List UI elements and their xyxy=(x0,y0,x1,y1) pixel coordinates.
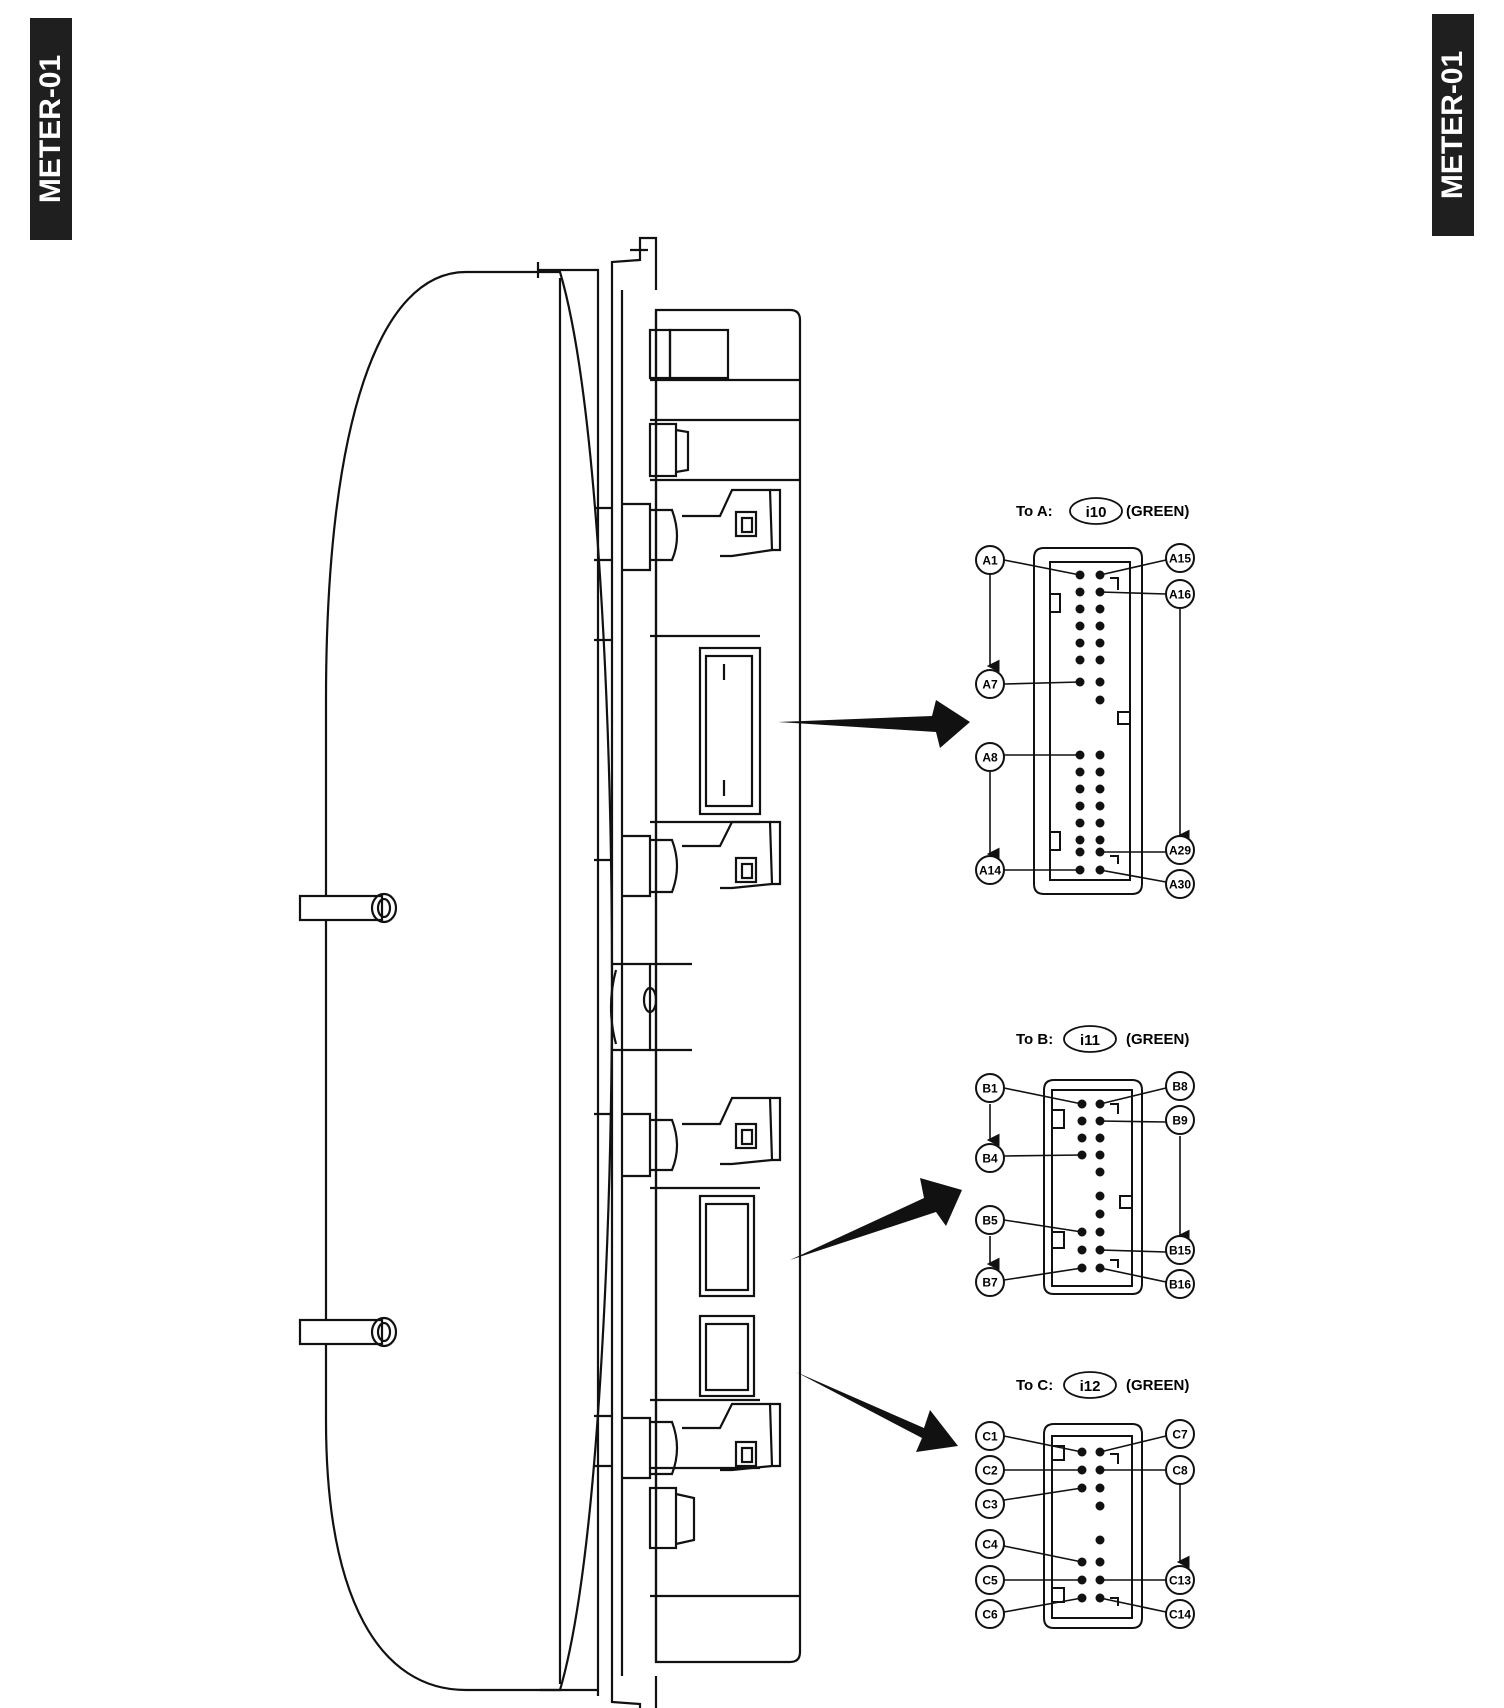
meter-lens-outline xyxy=(324,270,614,1692)
pin-label-a-r1: A15 xyxy=(1165,543,1195,573)
svg-text:C1: C1 xyxy=(982,1430,998,1444)
svg-text:B9: B9 xyxy=(1172,1114,1188,1128)
svg-text:B1: B1 xyxy=(982,1082,998,1096)
pin-label-a-l4: A14 xyxy=(975,855,1005,885)
pin-label-c-r3: C13 xyxy=(1165,1565,1195,1595)
svg-text:C5: C5 xyxy=(982,1574,998,1588)
pin-label-a-l1: A1 xyxy=(975,545,1005,575)
connector-b-id: i11 xyxy=(1080,1032,1100,1049)
pin-label-a-r2: A16 xyxy=(1165,579,1195,609)
page-tag-left: METER-01 xyxy=(30,18,72,240)
pin-label-c-l3: C3 xyxy=(975,1489,1005,1519)
connector-a-prefix: To A: xyxy=(1016,503,1053,520)
svg-text:A15: A15 xyxy=(1169,552,1191,566)
meter-connector-a xyxy=(698,646,762,816)
pin-label-c-l1: C1 xyxy=(975,1421,1005,1451)
pin-label-c-l5: C5 xyxy=(975,1565,1005,1595)
svg-text:B8: B8 xyxy=(1172,1080,1188,1094)
svg-text:A8: A8 xyxy=(982,751,998,765)
pin-label-c-l4: C4 xyxy=(975,1529,1005,1559)
socket-clip-3 xyxy=(622,1096,782,1178)
pin-label-c-r4: C14 xyxy=(1165,1599,1195,1629)
connector-a-id-oval xyxy=(1069,497,1123,525)
pin-label-a-l3: A8 xyxy=(975,742,1005,772)
meter-connector-c xyxy=(698,1314,756,1398)
pin-label-a-r3: A29 xyxy=(1165,835,1195,865)
pin-label-b-l2: B4 xyxy=(975,1143,1005,1173)
arrow-to-connector-c xyxy=(796,1372,958,1452)
meter-connector-b xyxy=(698,1194,756,1298)
pin-label-b-l3: B5 xyxy=(975,1205,1005,1235)
connector-b-detail: To B: i11 (GREEN) xyxy=(975,1025,1195,1299)
svg-text:A16: A16 xyxy=(1169,588,1191,602)
svg-text:B16: B16 xyxy=(1169,1278,1191,1292)
connector-a-housing xyxy=(1033,547,1143,895)
pin-label-c-l6: C6 xyxy=(975,1599,1005,1629)
pointer-arrows xyxy=(778,700,970,1452)
socket-clip-2 xyxy=(622,820,782,898)
connector-b-id-oval xyxy=(1063,1025,1117,1053)
arrow-to-connector-a xyxy=(778,700,970,748)
connector-b-housing xyxy=(1043,1079,1143,1295)
pin-label-b-r2: B9 xyxy=(1165,1105,1195,1135)
svg-text:C4: C4 xyxy=(982,1538,998,1552)
svg-text:C8: C8 xyxy=(1172,1464,1188,1478)
connector-b-prefix: To B: xyxy=(1016,1031,1053,1048)
svg-text:C6: C6 xyxy=(982,1608,998,1622)
mounting-post-lower xyxy=(298,1316,398,1348)
svg-text:C14: C14 xyxy=(1169,1608,1191,1622)
connector-c-detail: To C: i12 (GREEN) xyxy=(975,1371,1195,1629)
pin-label-c-r2: C8 xyxy=(1165,1455,1195,1485)
connector-b-color: (GREEN) xyxy=(1126,1031,1189,1048)
pin-label-b-r1: B8 xyxy=(1165,1071,1195,1101)
svg-text:A30: A30 xyxy=(1169,878,1191,892)
pin-label-b-l4: B7 xyxy=(975,1267,1005,1297)
svg-text:C7: C7 xyxy=(1172,1428,1188,1442)
svg-text:A7: A7 xyxy=(982,678,998,692)
pin-label-a-r4: A30 xyxy=(1165,869,1195,899)
pin-label-b-l1: B1 xyxy=(975,1073,1005,1103)
connector-c-id: i12 xyxy=(1080,1378,1101,1395)
connector-c-housing xyxy=(1043,1423,1143,1629)
svg-text:C13: C13 xyxy=(1169,1574,1191,1588)
meter-body-drawing xyxy=(298,236,802,1708)
pin-label-c-l2: C2 xyxy=(975,1455,1005,1485)
connector-a-detail: To A: i10 (GREEN) xyxy=(975,497,1195,899)
svg-text:B7: B7 xyxy=(982,1276,998,1290)
connector-c-id-oval xyxy=(1063,1371,1117,1399)
svg-text:B5: B5 xyxy=(982,1214,998,1228)
pin-label-b-r4: B16 xyxy=(1165,1269,1195,1299)
connector-a-id: i10 xyxy=(1086,504,1107,521)
svg-text:B15: B15 xyxy=(1169,1244,1191,1258)
svg-text:B4: B4 xyxy=(982,1152,998,1166)
svg-text:A1: A1 xyxy=(982,554,998,568)
connector-c-prefix: To C: xyxy=(1016,1377,1053,1394)
svg-text:C3: C3 xyxy=(982,1498,998,1512)
arrow-to-connector-b xyxy=(790,1178,962,1260)
pin-label-a-l2: A7 xyxy=(975,669,1005,699)
svg-text:A29: A29 xyxy=(1169,844,1191,858)
pin-label-b-r3: B15 xyxy=(1165,1235,1195,1265)
page-tag-right: METER-01 xyxy=(1432,14,1474,236)
socket-clip-4 xyxy=(622,1402,782,1480)
connector-c-color: (GREEN) xyxy=(1126,1377,1189,1394)
mounting-post-upper xyxy=(298,892,398,924)
pin-label-c-r1: C7 xyxy=(1165,1419,1195,1449)
svg-text:C2: C2 xyxy=(982,1464,998,1478)
svg-text:A14: A14 xyxy=(979,864,1001,878)
connector-a-color: (GREEN) xyxy=(1126,503,1189,520)
socket-clip-1 xyxy=(622,488,782,572)
